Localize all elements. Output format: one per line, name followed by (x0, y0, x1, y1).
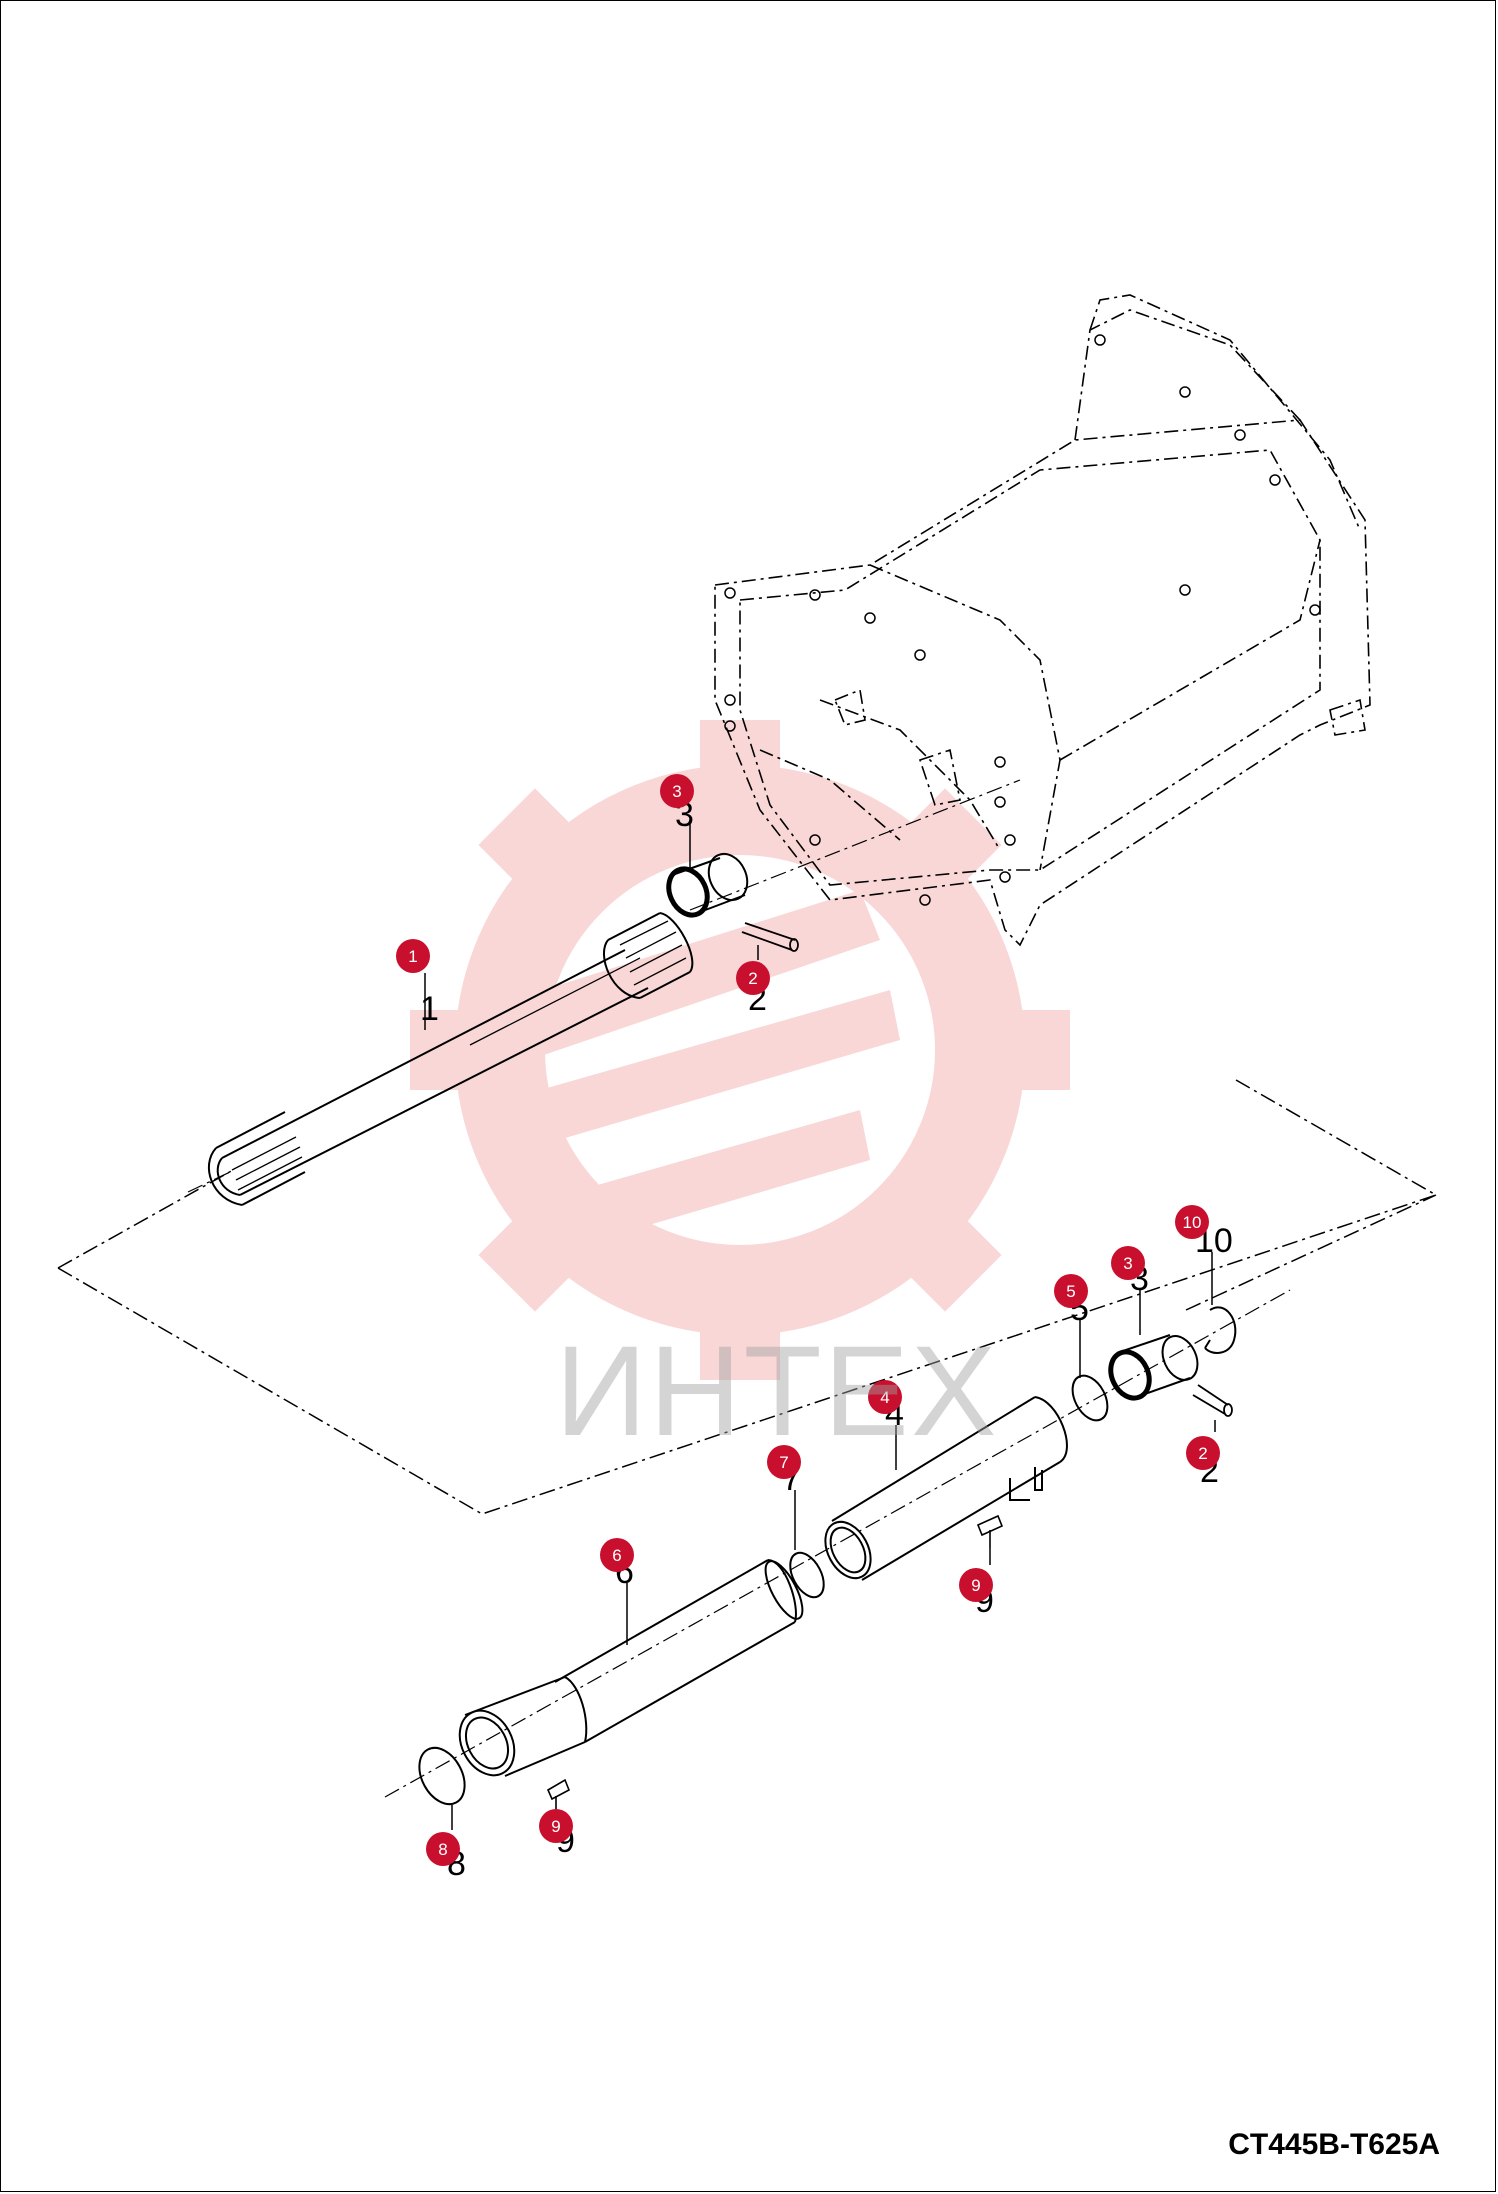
end-ring (418, 1746, 466, 1806)
retaining-ring (1071, 1374, 1109, 1422)
callout-badge[interactable] (539, 1809, 573, 1843)
drawing-code: CT445B-T625A (1228, 2128, 1440, 2161)
callout-label: 5 (1066, 1282, 1075, 1301)
callout-label: 1 (408, 947, 417, 966)
o-ring (789, 1551, 825, 1599)
callout-label: 2 (1198, 1444, 1207, 1463)
callout-badge[interactable] (868, 1380, 902, 1414)
assembly-zone-outline (57, 1079, 1438, 1515)
callout-label: 10 (1183, 1213, 1202, 1232)
callout-3[interactable]: 33 (660, 774, 694, 868)
callout-badge[interactable] (736, 961, 770, 995)
callout-label: 8 (438, 1840, 447, 1859)
callout-badge[interactable] (1054, 1274, 1088, 1308)
callout-1[interactable]: 11 (396, 939, 439, 1030)
callout-5[interactable]: 55 (1054, 1274, 1089, 1378)
callout-label: 3 (672, 782, 681, 801)
tube-long (458, 1559, 804, 1777)
sleeve (824, 1396, 1068, 1581)
callout-2[interactable]: 22 (1186, 1420, 1220, 1490)
callout-badge[interactable] (660, 774, 694, 808)
transmission-housing (714, 294, 1371, 947)
watermark-text: ИНТЕХ (555, 1320, 999, 1463)
pin-lower (1192, 1384, 1233, 1417)
bushing-upper (666, 852, 749, 918)
callout-label: 3 (1123, 1254, 1132, 1273)
callout-label: 7 (779, 1453, 788, 1472)
center-axis-lines (187, 779, 1291, 1798)
callout-badge[interactable] (1186, 1436, 1220, 1470)
callout-9[interactable]: 99 (539, 1809, 575, 1860)
callout-badge[interactable] (959, 1568, 993, 1602)
housing-bolt-holes (724, 334, 1321, 906)
callout-badge[interactable] (426, 1832, 460, 1866)
callout-7[interactable]: 77 (767, 1445, 801, 1550)
callout-badge[interactable] (600, 1538, 634, 1572)
leader-digit: 1 (420, 990, 439, 1028)
fitting-upper (976, 1514, 1004, 1548)
pin-upper (741, 922, 799, 952)
callout-badge[interactable] (1175, 1205, 1209, 1239)
callout-label: 4 (880, 1388, 889, 1407)
callout-badge[interactable] (396, 939, 430, 973)
callout-label: 9 (551, 1817, 560, 1836)
fitting-lower (546, 1778, 571, 1812)
callout-badge[interactable] (767, 1445, 801, 1479)
bushing-lower (1108, 1334, 1199, 1401)
callout-9[interactable]: 99 (959, 1548, 994, 1620)
snap-ring (1204, 1306, 1237, 1354)
callout-label: 6 (612, 1546, 621, 1565)
callout-label: 2 (748, 969, 757, 988)
callout-4[interactable]: 44 (868, 1380, 904, 1470)
callout-8[interactable]: 88 (426, 1805, 466, 1883)
callout-6[interactable]: 66 (600, 1538, 634, 1645)
watermark-logo (410, 720, 1070, 1380)
callout-2[interactable]: 22 (736, 945, 770, 1018)
input-shaft (207, 912, 694, 1206)
callout-badge[interactable] (1111, 1246, 1145, 1280)
callout-3[interactable]: 33 (1111, 1246, 1149, 1335)
callout-label: 9 (971, 1576, 980, 1595)
